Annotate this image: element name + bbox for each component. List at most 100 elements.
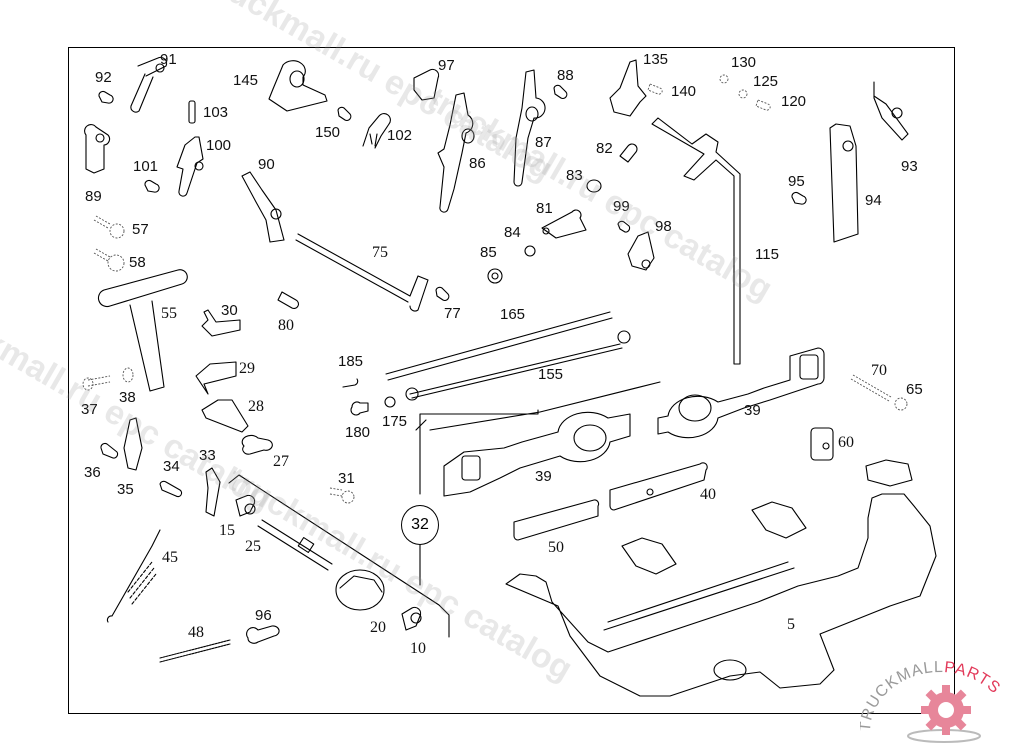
part-140-pin[interactable] xyxy=(647,83,663,95)
part-label-155[interactable]: 155 xyxy=(538,366,564,383)
part-97-cap[interactable] xyxy=(413,68,440,101)
part-label-35[interactable]: 35 xyxy=(117,481,134,498)
part-label-95[interactable]: 95 xyxy=(788,173,805,190)
part-label-85[interactable]: 85 xyxy=(480,244,497,261)
part-label-81[interactable]: 81 xyxy=(536,200,553,217)
part-label-50[interactable]: 50 xyxy=(548,539,564,556)
part-85-nut[interactable] xyxy=(487,268,503,284)
part-28-plate[interactable] xyxy=(201,399,249,433)
part-label-125[interactable]: 125 xyxy=(753,73,779,90)
part-label-115[interactable]: 115 xyxy=(755,246,779,263)
part-label-27[interactable]: 27 xyxy=(273,453,289,470)
part-label-145[interactable]: 145 xyxy=(233,72,259,89)
part-120-bolt[interactable] xyxy=(755,99,771,111)
part-label-80[interactable]: 80 xyxy=(278,317,294,334)
part-65-nut[interactable] xyxy=(894,397,908,411)
part-label-36[interactable]: 36 xyxy=(84,464,101,481)
part-label-140[interactable]: 140 xyxy=(671,83,697,100)
part-label-39b[interactable]: 39 xyxy=(535,468,552,485)
part-label-120[interactable]: 120 xyxy=(781,93,807,110)
part-155-rod[interactable] xyxy=(405,330,631,401)
part-91-lever[interactable] xyxy=(130,56,168,113)
part-39-gasket-lower[interactable] xyxy=(443,411,631,497)
part-label-77[interactable]: 77 xyxy=(444,305,461,322)
part-99-pin[interactable] xyxy=(617,220,631,233)
part-label-34[interactable]: 34 xyxy=(163,458,180,475)
part-101-pin[interactable] xyxy=(144,179,160,193)
part-38-washer[interactable] xyxy=(122,367,134,383)
part-77-pin[interactable] xyxy=(435,286,450,301)
part-103-sleeve[interactable] xyxy=(188,100,196,124)
part-96-gasket[interactable] xyxy=(246,625,280,644)
part-label-103[interactable]: 103 xyxy=(203,104,229,121)
part-180-pin[interactable] xyxy=(350,401,369,416)
part-label-83[interactable]: 83 xyxy=(566,167,583,184)
part-label-48[interactable]: 48 xyxy=(188,624,204,641)
part-100-lever[interactable] xyxy=(176,136,204,197)
part-5-exhaust-manifold[interactable] xyxy=(505,459,937,697)
part-82-bolt[interactable] xyxy=(619,143,638,163)
part-label-93[interactable]: 93 xyxy=(901,158,918,175)
part-94-plate[interactable] xyxy=(829,123,859,243)
part-102-fork[interactable] xyxy=(362,113,391,149)
part-label-31[interactable]: 31 xyxy=(338,470,355,487)
part-label-55[interactable]: 55 xyxy=(161,305,177,322)
part-39-gasket-upper[interactable] xyxy=(657,347,825,439)
part-33-lever[interactable] xyxy=(205,467,221,517)
part-90-lever[interactable] xyxy=(241,171,285,243)
part-175-nut[interactable] xyxy=(384,396,396,408)
part-label-99[interactable]: 99 xyxy=(613,198,630,215)
part-98-lever[interactable] xyxy=(627,231,655,271)
part-25-shaft[interactable] xyxy=(257,519,333,571)
part-label-40[interactable]: 40 xyxy=(700,486,716,503)
part-label-45[interactable]: 45 xyxy=(162,549,178,566)
part-label-15[interactable]: 15 xyxy=(219,522,235,539)
part-label-102[interactable]: 102 xyxy=(387,127,413,144)
part-10-bushing[interactable] xyxy=(401,606,422,631)
part-label-135[interactable]: 135 xyxy=(643,51,669,68)
part-57-bolt[interactable] xyxy=(93,215,125,239)
part-label-185[interactable]: 185 xyxy=(338,353,364,370)
part-label-175[interactable]: 175 xyxy=(382,413,408,430)
part-label-60[interactable]: 60 xyxy=(838,434,854,451)
part-29-bracket[interactable] xyxy=(195,361,237,395)
part-145-bracket[interactable] xyxy=(268,60,328,112)
part-88-pin[interactable] xyxy=(553,84,568,99)
part-label-28[interactable]: 28 xyxy=(248,398,264,415)
part-label-97[interactable]: 97 xyxy=(438,57,455,74)
part-label-98[interactable]: 98 xyxy=(655,218,672,235)
part-75-rod[interactable] xyxy=(295,233,429,312)
part-label-20[interactable]: 20 xyxy=(370,619,386,636)
callout-32[interactable]: 32 xyxy=(401,505,439,545)
part-20-plate[interactable] xyxy=(335,569,385,611)
part-label-87[interactable]: 87 xyxy=(535,134,552,151)
part-label-10[interactable]: 10 xyxy=(410,640,426,657)
part-label-37[interactable]: 37 xyxy=(81,401,98,418)
part-115-bracket[interactable] xyxy=(651,117,741,365)
part-label-57[interactable]: 57 xyxy=(132,221,149,238)
part-label-5[interactable]: 5 xyxy=(787,616,795,633)
part-31-bolt[interactable] xyxy=(329,487,355,504)
part-label-38[interactable]: 38 xyxy=(119,389,136,406)
part-15-bushing[interactable] xyxy=(235,494,256,517)
part-label-75[interactable]: 75 xyxy=(372,244,388,261)
part-84-nut[interactable] xyxy=(524,245,536,257)
part-87-lever[interactable] xyxy=(513,69,546,187)
part-label-100[interactable]: 100 xyxy=(206,137,232,154)
part-92-pin[interactable] xyxy=(98,90,114,104)
part-40-strip[interactable] xyxy=(609,462,708,511)
part-81-lever[interactable] xyxy=(541,209,587,239)
part-label-180[interactable]: 180 xyxy=(345,424,371,441)
part-label-165[interactable]: 165 xyxy=(500,306,526,323)
part-86-lever[interactable] xyxy=(437,92,475,213)
part-35-lever[interactable] xyxy=(123,417,143,471)
part-label-70[interactable]: 70 xyxy=(871,362,887,379)
part-95-pin[interactable] xyxy=(791,191,807,205)
part-label-92[interactable]: 92 xyxy=(95,69,112,86)
part-30-bracket[interactable] xyxy=(201,309,241,337)
part-label-101[interactable]: 101 xyxy=(133,158,159,175)
part-58-bolt[interactable] xyxy=(93,248,125,272)
part-80-sleeve[interactable] xyxy=(277,291,300,310)
part-label-84[interactable]: 84 xyxy=(504,224,521,241)
part-55-bracket[interactable] xyxy=(97,269,188,392)
